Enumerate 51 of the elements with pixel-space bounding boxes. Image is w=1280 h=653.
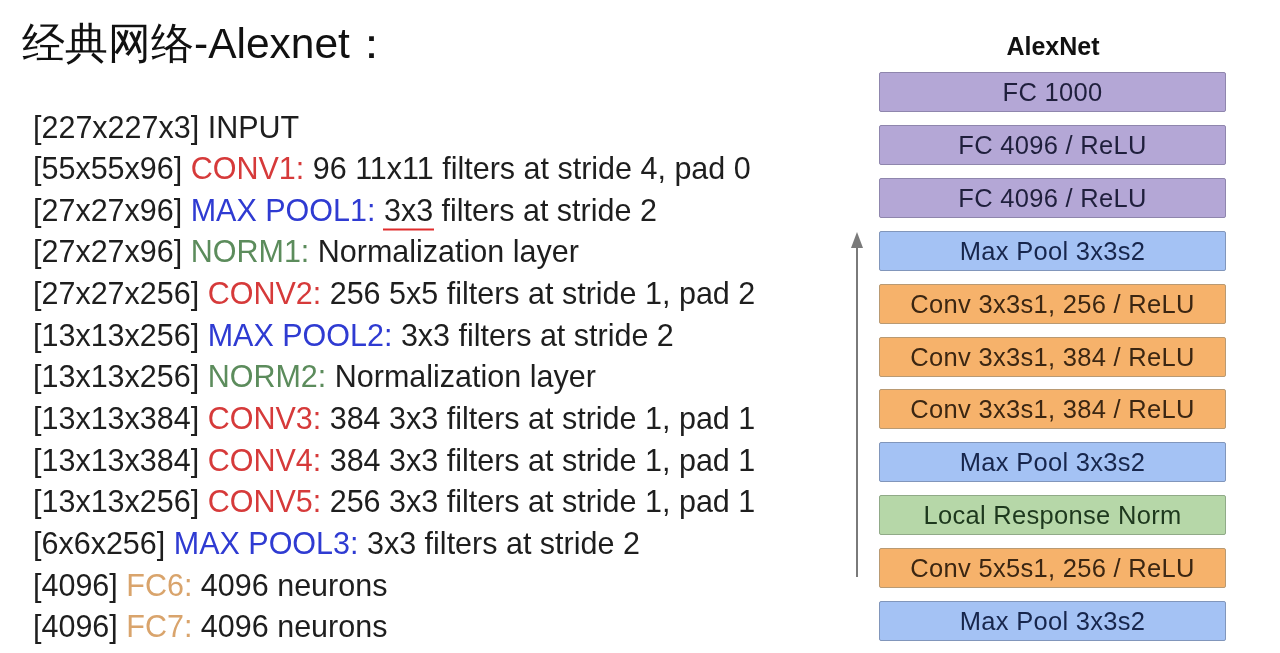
layer-description: Normalization layer bbox=[317, 236, 579, 268]
layer-box: FC 4096 / ReLU bbox=[879, 124, 1226, 165]
layer-box: FC 4096 / ReLU bbox=[879, 177, 1226, 218]
layer-description: 3x3 filters at stride 2 bbox=[400, 319, 674, 351]
layer-name: MAX POOL1: bbox=[190, 194, 376, 226]
layer-box: Max Pool 3x3s2 bbox=[879, 230, 1226, 271]
layer-name: FC7: bbox=[126, 611, 193, 643]
title-text: 经典网络-Alexnet： bbox=[22, 19, 393, 69]
tensor-size: [227x227x3] bbox=[33, 111, 200, 143]
layer-box: Local Response Norm bbox=[879, 495, 1226, 536]
layer-name: MAX POOL3: bbox=[173, 528, 359, 559]
layer-name: CONV1: bbox=[190, 153, 305, 185]
layer-box: Conv 3x3s1, 384 / ReLU bbox=[879, 389, 1226, 430]
layer-name: CONV3: bbox=[207, 403, 322, 435]
layer-description: 256 3x3 filters at stride 1, pad 1 bbox=[329, 486, 756, 518]
layer-box: Conv 3x3s1, 384 / ReLU bbox=[879, 336, 1226, 377]
tensor-size: [4096] bbox=[33, 569, 118, 601]
layer-description: Normalization layer bbox=[334, 361, 596, 393]
layer-description: 3x3 filters at stride 2 bbox=[366, 528, 640, 559]
layer-box: Max Pool 3x3s2 bbox=[879, 442, 1226, 483]
layer-description: 384 3x3 filters at stride 1, pad 1 bbox=[329, 444, 756, 476]
layer-box: Max Pool 3x3s2 bbox=[879, 601, 1226, 641]
tensor-size: [27x27x256] bbox=[33, 278, 200, 310]
layer-name: INPUT bbox=[207, 111, 300, 143]
layer-description: 384 3x3 filters at stride 1, pad 1 bbox=[329, 403, 756, 435]
tensor-size: [6x6x256] bbox=[33, 528, 166, 559]
layer-name: FC6: bbox=[126, 569, 193, 601]
tensor-size: [55x55x96] bbox=[33, 153, 183, 185]
tensor-size: [27x27x96] bbox=[33, 194, 183, 226]
layer-name: CONV2: bbox=[207, 278, 322, 310]
tensor-size: [4096] bbox=[33, 611, 118, 643]
layer-description: 96 11x11 filters at stride 4, pad 0 bbox=[312, 153, 751, 185]
layer-name: CONV4: bbox=[207, 444, 322, 476]
tensor-size: [27x27x96] bbox=[33, 236, 183, 268]
layer-description: 3x3 filters at stride 2 bbox=[383, 194, 657, 226]
layer-description: 4096 neurons bbox=[200, 569, 388, 601]
tensor-size: [13x13x384] bbox=[33, 403, 200, 435]
layer-name: NORM1: bbox=[190, 236, 310, 268]
tensor-size: [13x13x256] bbox=[33, 486, 200, 518]
layer-name: CONV5: bbox=[207, 486, 322, 518]
tensor-size: [13x13x384] bbox=[33, 444, 200, 476]
layer-description: 4096 neurons bbox=[200, 611, 388, 643]
diagram-heading: AlexNet bbox=[1006, 31, 1100, 61]
layer-box: Conv 3x3s1, 256 / ReLU bbox=[879, 283, 1226, 324]
layer-box: FC 1000 bbox=[879, 72, 1226, 112]
tensor-size: [13x13x256] bbox=[33, 319, 200, 351]
layer-name: MAX POOL2: bbox=[207, 319, 393, 351]
layer-description: 256 5x5 filters at stride 1, pad 2 bbox=[329, 278, 756, 310]
layer-box: Conv 5x5s1, 256 / ReLU bbox=[879, 548, 1226, 589]
layer-name: NORM2: bbox=[207, 361, 327, 393]
tensor-size: [13x13x256] bbox=[33, 361, 200, 393]
